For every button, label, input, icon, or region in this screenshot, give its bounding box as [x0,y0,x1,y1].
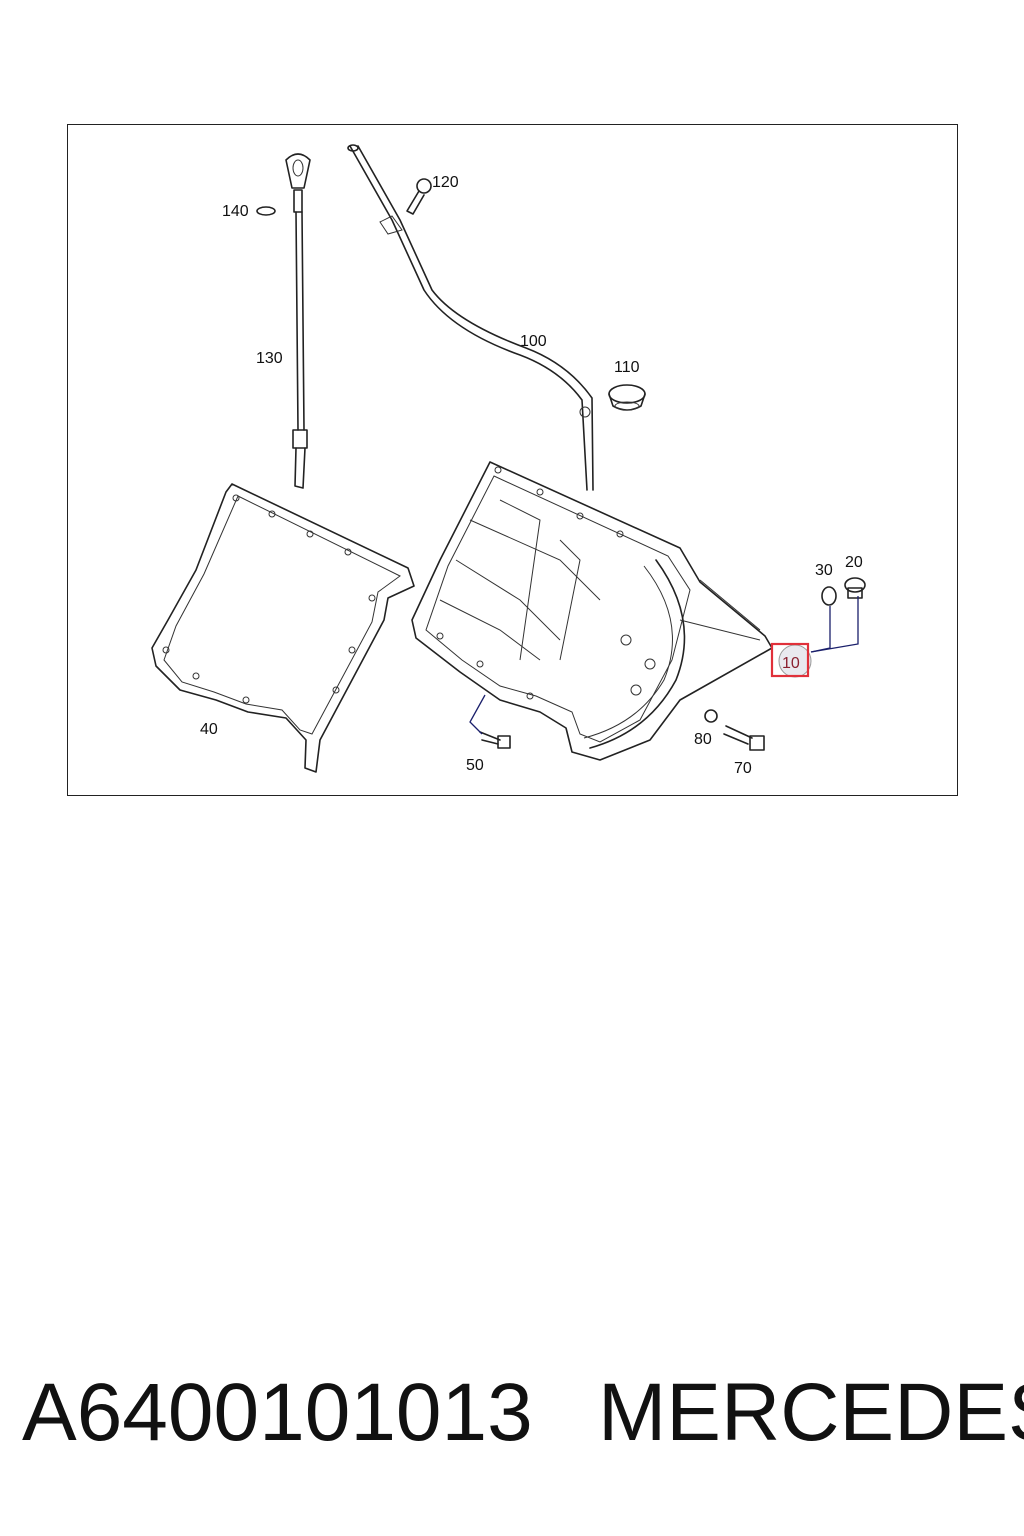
callout-20: 20 [845,554,863,571]
drain-plug-20 [844,577,866,599]
guide-tube [347,144,594,491]
seal-ring-140 [256,206,276,216]
bolt-120 [406,178,432,215]
callout-70: 70 [734,760,752,777]
oil-pan-gasket [151,483,415,773]
callout-110: 110 [614,359,640,376]
plug-110 [608,384,646,411]
bolt-70 [723,725,765,751]
seal-ring-30 [821,586,837,606]
washer-80 [704,709,718,723]
callout-100: 100 [520,333,547,350]
callout-120: 120 [432,174,459,191]
diagram-frame [67,124,958,796]
callout-10: 10 [782,655,800,672]
callout-140: 140 [222,203,249,220]
part-number-label: A6400101013 [22,1367,533,1458]
callout-130: 130 [256,350,283,367]
callout-80: 80 [694,731,712,748]
callout-10-highlight [770,642,810,678]
leader-lines [469,596,859,735]
brand-label: MERCEDES [598,1367,1024,1458]
oil-dipstick [285,153,311,489]
callout-40: 40 [200,721,218,738]
callout-50: 50 [466,757,484,774]
callout-30: 30 [815,562,833,579]
bolt-50 [479,731,511,749]
oil-pan [411,461,773,761]
